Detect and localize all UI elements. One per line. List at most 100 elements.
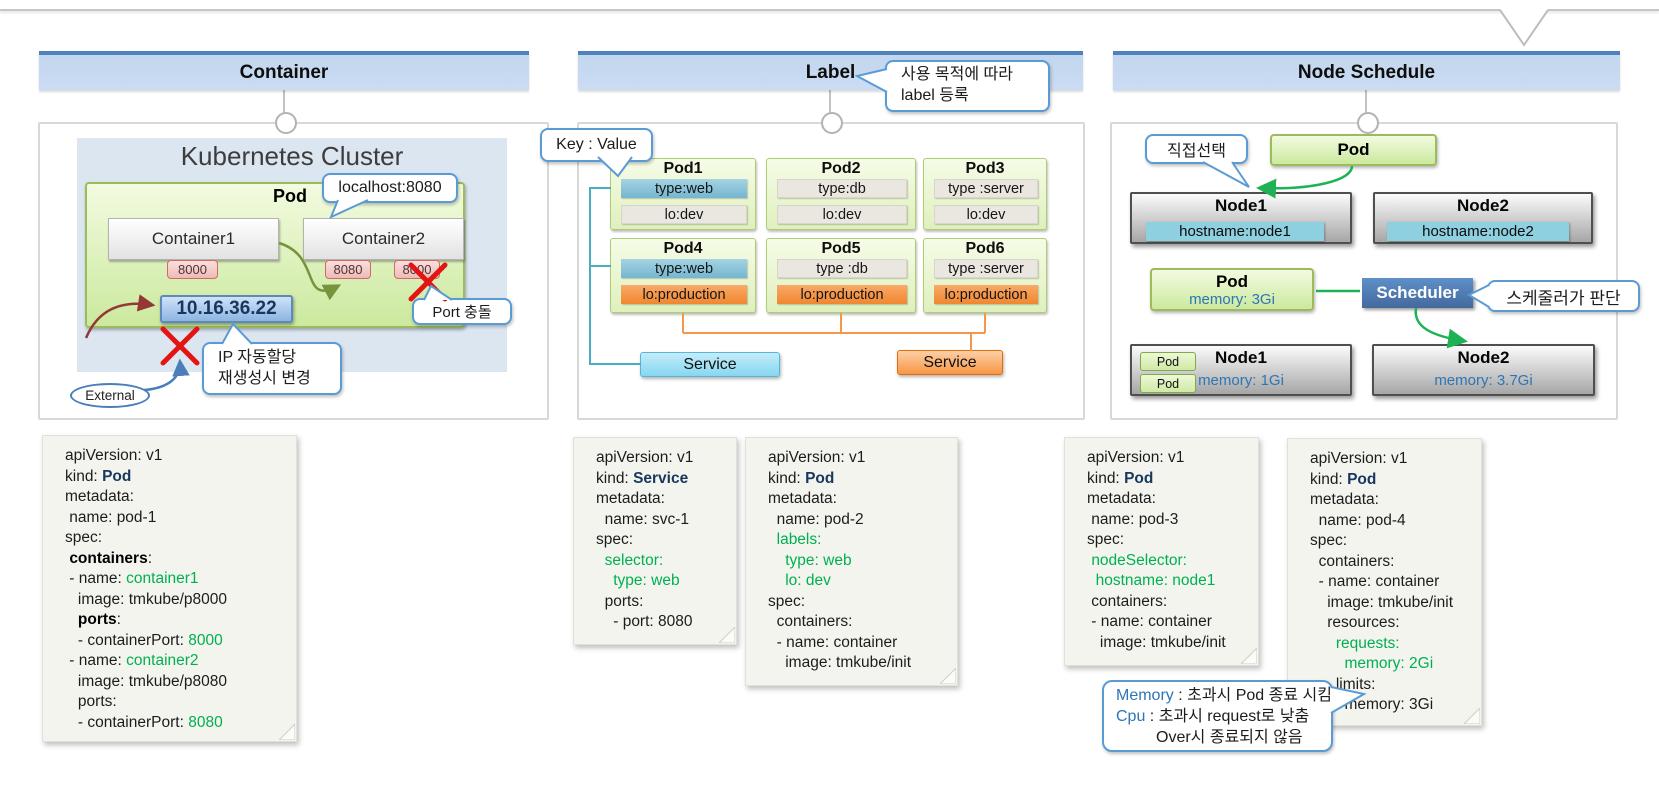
text-line: labels: — [776, 531, 822, 548]
text-line: spec: — [768, 592, 806, 610]
pod-label-badge: lo:dev — [777, 205, 907, 224]
pod-label-badge: lo:production — [934, 285, 1038, 304]
callout-ip-auto: IP 자동할당 재생성시 변경 — [202, 342, 342, 395]
text-line: spec: — [1087, 531, 1125, 548]
pod-title: Pod2 — [821, 160, 861, 177]
text-line: image: tmkube/init — [1087, 633, 1226, 651]
node2-box-hostname: Node2 hostname:node2 — [1373, 192, 1593, 244]
text-line: kind: Service — [596, 469, 689, 487]
pod-title: Pod6 — [965, 240, 1005, 257]
text-line: kind: Pod — [768, 469, 835, 487]
section-title: Node Schedule — [1297, 61, 1436, 83]
node2-title: Node2 — [1457, 348, 1510, 367]
page-fold-icon — [279, 724, 295, 740]
text-line: Cpu : 초과시 request로 낮춤 — [1116, 707, 1310, 725]
text-line: ports: — [596, 592, 644, 610]
text-line: apiVersion: v1 — [768, 449, 866, 466]
callout-label-register: 사용 목적에 따라 label 등록 — [885, 60, 1050, 112]
text-line: containers: — [69, 549, 153, 567]
text-line: name: svc-1 — [596, 510, 690, 528]
text-line: - containerPort: 8000 — [65, 631, 223, 649]
node2-title: Node2 — [1457, 196, 1509, 215]
text-line: ports: — [65, 693, 117, 710]
section-title: Label — [805, 61, 856, 83]
page-fold-icon — [719, 627, 735, 643]
pod-label-badge: type :server — [934, 179, 1038, 198]
pod-label-badge: type:web — [621, 179, 747, 198]
scheduler-box: Scheduler — [1362, 278, 1473, 308]
section-title: Container — [239, 61, 329, 83]
text-line: nodeSelector: — [1091, 551, 1187, 569]
node1-box-hostname: Node1 hostname:node1 — [1130, 192, 1352, 244]
text-line: resources: — [1310, 614, 1400, 631]
text-line: - name: container — [1087, 613, 1212, 630]
text-line: kind: Pod — [1087, 469, 1154, 487]
callout-memory-cpu: Memory : 초과시 Pod 종료 시킴 Cpu : 초과시 request로… — [1102, 680, 1333, 752]
text-line: Over시 종료되지 않음 — [1116, 728, 1303, 746]
hostname-badge-node2: hostname:node2 — [1387, 222, 1569, 241]
text-line: - containerPort: 8080 — [65, 713, 223, 731]
pod-label-badge: lo:dev — [621, 205, 747, 224]
pod-title: Pod1 — [663, 160, 703, 177]
text-line: spec: — [1310, 532, 1348, 549]
pod-title: Pod4 — [663, 240, 703, 257]
pod-title: Pod5 — [821, 240, 861, 257]
text-line: containers: — [768, 613, 853, 630]
text-line: requests: — [1335, 634, 1400, 652]
callout-localhost: localhost:8080 — [322, 173, 458, 203]
callout-scheduler-decides: 스케줄러가 판단 — [1487, 280, 1640, 312]
text-line: - name: container2 — [65, 652, 199, 669]
connector-circle — [821, 112, 843, 134]
text-line: type: web — [613, 572, 680, 589]
pod-label-badge: lo:production — [777, 285, 907, 304]
text-line: name: pod-3 — [1087, 510, 1179, 528]
pod-mid-label: Pod — [1215, 272, 1249, 291]
yaml-note-pod-2-yaml: apiVersion: v1 kind: Pod metadata: name: p… — [745, 437, 958, 686]
service-box-blue: Service — [640, 352, 780, 377]
hostname-badge-node1: hostname:node1 — [1146, 222, 1324, 241]
node1-title: Node1 — [1215, 348, 1267, 367]
container1-box: Container1 — [108, 218, 279, 260]
text-line: image: tmkube/p8000 — [65, 590, 227, 608]
text-line: kind: Pod — [65, 467, 132, 485]
text-line: name: pod-4 — [1310, 511, 1406, 529]
text-line: spec: — [65, 529, 103, 546]
connector-stem — [283, 90, 285, 113]
text-line: metadata: — [768, 490, 837, 507]
top-callout-notch — [1500, 9, 1548, 45]
connector-stem — [829, 90, 831, 113]
pod-mid-memory: memory: 3Gi — [1189, 291, 1275, 308]
connector-stem — [1365, 90, 1367, 113]
text-line: image: tmkube/p8080 — [65, 672, 227, 690]
section-header-node-schedule: Node Schedule — [1113, 51, 1620, 90]
section-header-container: Container — [39, 51, 529, 90]
text-line: lo: dev — [785, 572, 831, 589]
text-line: apiVersion: v1 — [596, 449, 694, 466]
service-box-orange: Service — [897, 350, 1003, 375]
text-line: Memory : 초과시 Pod 종료 시킴 — [1116, 686, 1332, 704]
callout-register-line1: 사용 목적에 따라 — [901, 66, 1013, 84]
page-fold-icon — [940, 668, 956, 684]
node1-memory: memory: 1Gi — [1198, 372, 1284, 389]
text-line: name: pod-2 — [768, 510, 864, 528]
text-line: apiVersion: v1 — [1310, 450, 1408, 467]
text-line: - name: container1 — [65, 570, 199, 587]
text-line: selector: — [604, 551, 664, 569]
node2-box-memory: Node2 memory: 3.7Gi — [1372, 344, 1595, 396]
text-line: hostname: node1 — [1095, 572, 1216, 589]
pod-label-badge: lo:production — [621, 285, 747, 304]
kubernetes-cluster-title: Kubernetes Cluster — [180, 141, 404, 171]
text-line: memory: 2Gi — [1344, 655, 1434, 672]
callout-register-line2: label 등록 — [901, 87, 969, 104]
small-pod-box: Pod — [1140, 374, 1196, 393]
callout-ip-line2: 재생성시 변경 — [218, 369, 311, 387]
external-label: External — [70, 383, 150, 408]
